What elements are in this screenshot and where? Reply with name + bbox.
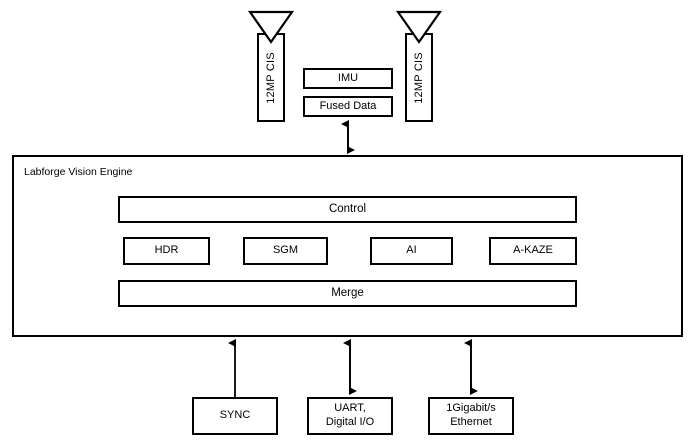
imu-block[interactable]: IMU bbox=[303, 68, 393, 89]
sensor-left-label: 12MP CIS bbox=[265, 51, 277, 104]
connector-engine-to-ethernet bbox=[464, 339, 478, 395]
io-block-uart-line1: UART, bbox=[334, 402, 366, 415]
module-ai[interactable]: AI bbox=[370, 237, 453, 265]
connector-fused-data-to-engine bbox=[341, 120, 355, 154]
lens-triangle-icon bbox=[248, 10, 294, 44]
fused-data-block[interactable]: Fused Data bbox=[303, 96, 393, 117]
module-sgm[interactable]: SGM bbox=[243, 237, 328, 265]
io-block-uart[interactable]: UART, Digital I/O bbox=[307, 397, 393, 435]
sensor-right-camera[interactable]: 12MP CIS bbox=[405, 33, 433, 122]
merge-block[interactable]: Merge bbox=[118, 280, 577, 307]
control-block[interactable]: Control bbox=[118, 196, 577, 223]
io-block-ethernet-line1: 1Gigabit/s bbox=[446, 402, 496, 415]
connector-engine-to-uart bbox=[343, 339, 357, 395]
io-block-ethernet-line2: Ethernet bbox=[450, 416, 492, 428]
labforge-vision-engine-container: Labforge Vision Engine bbox=[12, 155, 683, 337]
module-akaze[interactable]: A-KAZE bbox=[489, 237, 577, 265]
connector-engine-to-sync bbox=[228, 339, 236, 397]
io-block-uart-line2: Digital I/O bbox=[325, 416, 375, 428]
io-block-ethernet[interactable]: 1Gigabit/s Ethernet bbox=[428, 397, 514, 435]
sensor-left-camera[interactable]: 12MP CIS bbox=[257, 33, 285, 122]
io-block-sync-label: SYNC bbox=[219, 409, 251, 422]
engine-title: Labforge Vision Engine bbox=[24, 166, 133, 178]
lens-triangle-icon bbox=[396, 10, 442, 44]
sensor-right-label: 12MP CIS bbox=[413, 51, 425, 104]
io-block-sync[interactable]: SYNC bbox=[192, 397, 278, 435]
module-hdr[interactable]: HDR bbox=[123, 237, 210, 265]
